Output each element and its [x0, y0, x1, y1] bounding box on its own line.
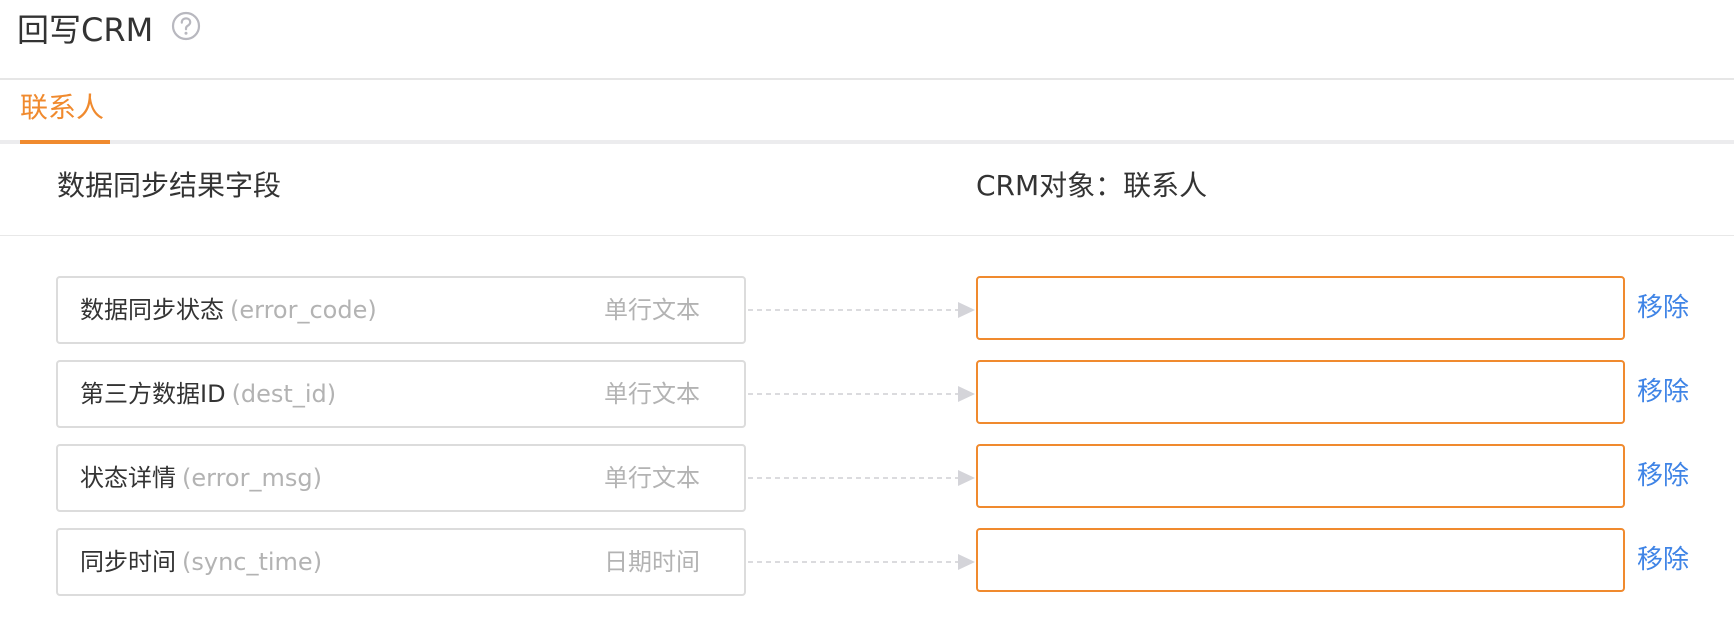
crm-field-input[interactable] — [976, 528, 1625, 592]
source-field-label: 同步时间(sync_time) — [80, 530, 322, 594]
source-field-key: (dest_id) — [231, 380, 337, 408]
tab-bar: 联系人 — [0, 80, 1734, 144]
source-field-type: 单行文本 — [604, 380, 700, 408]
mapping-row: 同步时间(sync_time) 日期时间 移除 — [0, 528, 1734, 596]
mapping-row: 第三方数据ID(dest_id) 单行文本 移除 — [0, 360, 1734, 428]
source-field-name: 第三方数据ID — [80, 380, 226, 408]
field-mapping-list: 数据同步状态(error_code) 单行文本 移除 第三方数据ID(dest_… — [0, 276, 1734, 612]
mapping-row: 数据同步状态(error_code) 单行文本 移除 — [0, 276, 1734, 344]
source-field-type: 单行文本 — [604, 464, 700, 492]
mapping-row: 状态详情(error_msg) 单行文本 移除 — [0, 444, 1734, 512]
mapping-arrow-icon — [748, 554, 975, 570]
source-field-label: 状态详情(error_msg) — [80, 446, 322, 510]
source-field: 状态详情(error_msg) 单行文本 — [56, 444, 746, 512]
remove-button[interactable]: 移除 — [1637, 545, 1690, 575]
column-headers: 数据同步结果字段 CRM对象：联系人 — [0, 144, 1734, 236]
source-field-label: 第三方数据ID(dest_id) — [80, 362, 336, 426]
remove-button[interactable]: 移除 — [1637, 293, 1690, 323]
source-field-key: (error_msg) — [182, 464, 322, 492]
source-field: 同步时间(sync_time) 日期时间 — [56, 528, 746, 596]
mapping-arrow-icon — [748, 470, 975, 486]
crm-field-input[interactable] — [976, 360, 1625, 424]
tab-label: 联系人 — [20, 91, 105, 124]
source-field-name: 状态详情 — [80, 464, 176, 492]
source-field-key: (sync_time) — [182, 548, 323, 576]
page-title: 回写CRM — [17, 11, 154, 49]
source-field-key: (error_code) — [230, 296, 377, 324]
source-field-name: 同步时间 — [80, 548, 176, 576]
tab-contacts[interactable]: 联系人 — [20, 80, 110, 144]
source-column-header: 数据同步结果字段 — [57, 169, 282, 202]
question-circle-icon[interactable] — [170, 10, 202, 42]
source-field-label: 数据同步状态(error_code) — [80, 278, 377, 342]
source-field-name: 数据同步状态 — [80, 296, 224, 324]
mapping-arrow-icon — [748, 302, 975, 318]
crm-field-input[interactable] — [976, 276, 1625, 340]
crm-field-input[interactable] — [976, 444, 1625, 508]
page-header: 回写CRM — [0, 0, 1734, 80]
remove-button[interactable]: 移除 — [1637, 461, 1690, 491]
source-field: 第三方数据ID(dest_id) 单行文本 — [56, 360, 746, 428]
source-field-type: 单行文本 — [604, 296, 700, 324]
remove-button[interactable]: 移除 — [1637, 377, 1690, 407]
source-field-type: 日期时间 — [604, 548, 700, 576]
mapping-arrow-icon — [748, 386, 975, 402]
active-tab-indicator — [20, 140, 110, 144]
source-field: 数据同步状态(error_code) 单行文本 — [56, 276, 746, 344]
target-column-header: CRM对象：联系人 — [976, 169, 1208, 202]
